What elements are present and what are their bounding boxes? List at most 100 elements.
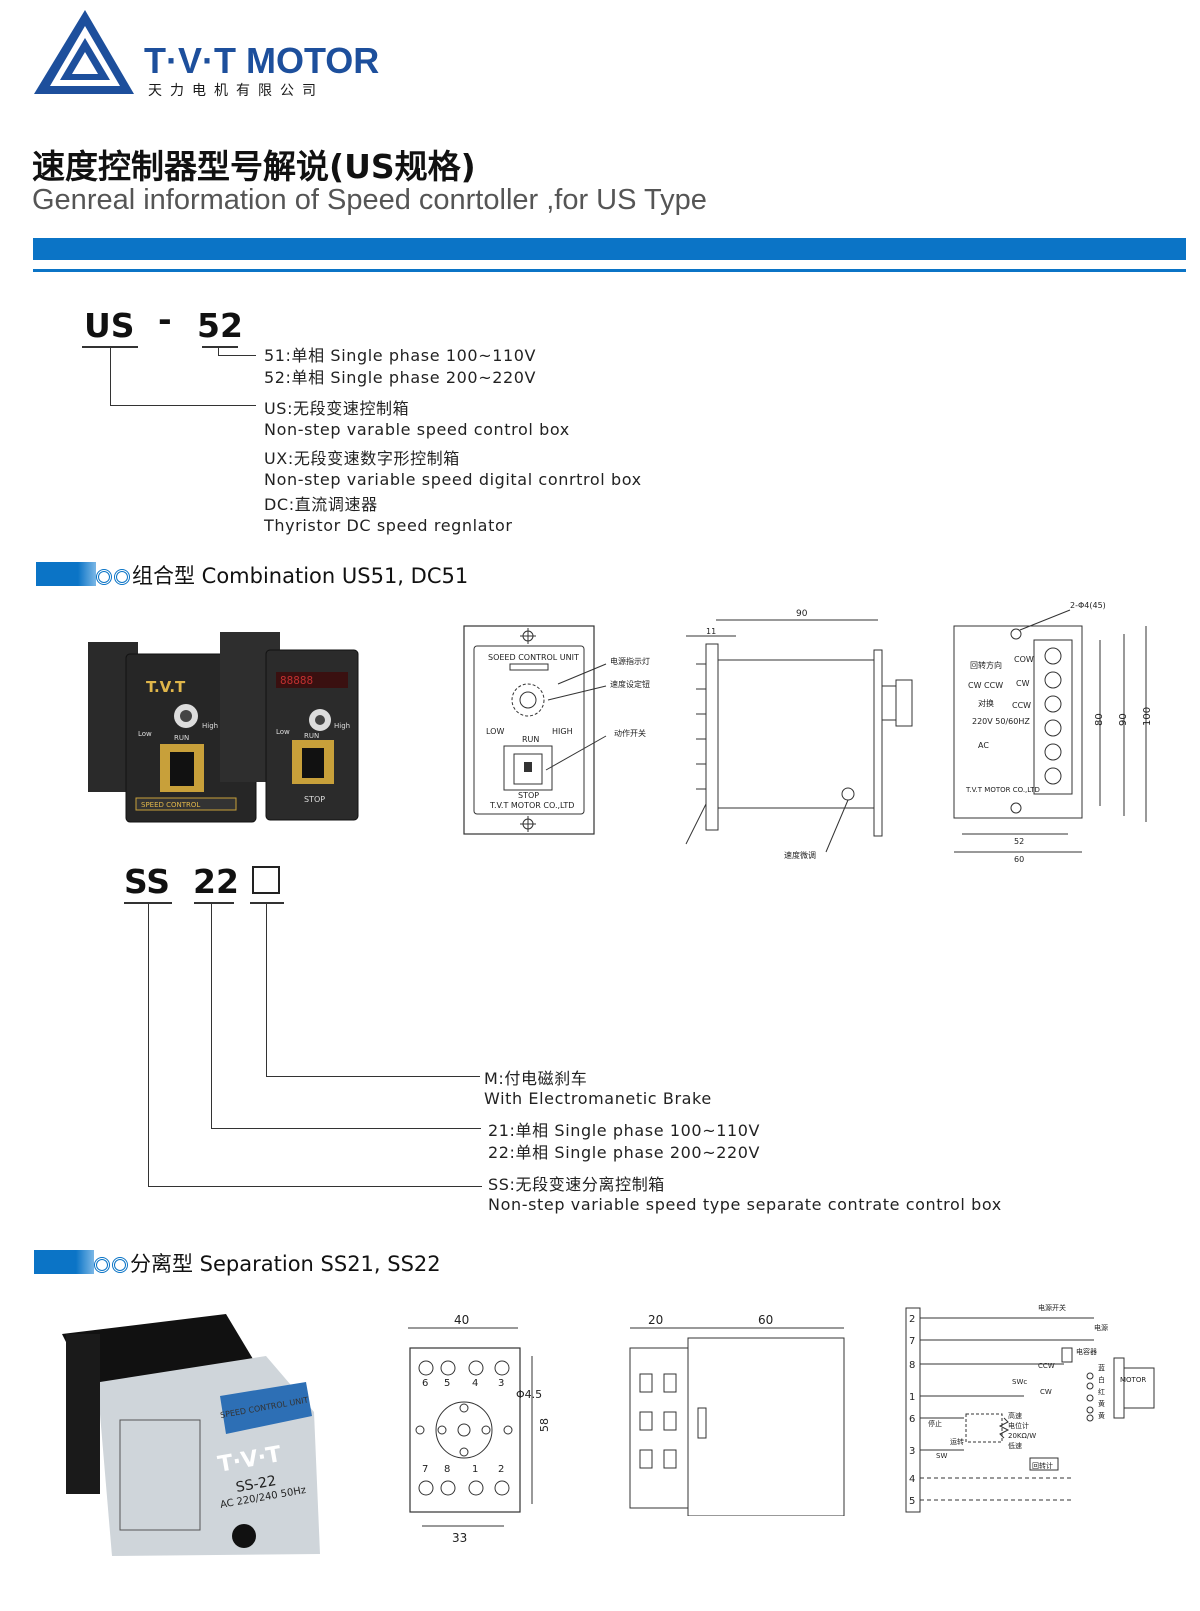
dim-100: 100 [1142,707,1153,726]
wiring-blue: 蓝 [1098,1363,1105,1372]
desc-dc-en: Thyristor DC speed regnlator [264,516,513,535]
terminal-view-drawing: 2-Φ4(45) 回转方向 CW CCW 对换 220V 50/60HZ AC … [953,601,1153,864]
wiring-run: 运转 [950,1437,964,1446]
socket-pins-bottom: 7 8 1 2 [418,1464,510,1496]
brand-name: T·V·T MOTOR [144,40,380,81]
unit-label: SOEED CONTROL UNIT [488,653,579,662]
wiring-power-switch: 电源开关 [1038,1303,1066,1312]
pin-bottom-3: 1 [472,1464,478,1475]
section-bar [36,562,96,586]
pin-2: 2 [909,1314,915,1325]
pin-bottom-1: 7 [422,1464,428,1475]
left-low: Low [138,730,152,738]
section-combination-title: 组合型 Combination US51, DC51 [96,560,468,590]
dim-80: 80 [1094,713,1105,726]
bullet-icon [96,569,112,585]
desc-m-cn: M:付电磁刹车 [484,1069,588,1088]
left-high: High [202,722,218,730]
pin-top-4: 3 [498,1378,504,1389]
connector [218,355,256,356]
ss-side-drawing: 20 60 [629,1313,845,1516]
desc-52: 52:单相 Single phase 200~220V [264,368,537,387]
wiring-capacitor: 电容器 [1076,1347,1097,1356]
cw-ccw: CW CCW [968,681,1003,690]
desc-dc-cn: DC:直流调速器 [264,495,378,514]
wiring-pot-val: 20KΩ/W [1008,1432,1036,1440]
dim-90-v: 90 [1118,713,1129,726]
pin-4: 4 [909,1474,915,1485]
desc-us-en: Non-step varable speed control box [264,420,570,439]
rotate-dir: 回转方向 [970,660,1002,670]
connector [266,904,267,1076]
ss-model: SS-22 [235,1473,278,1496]
brand-subtitle: 天力电机有限公司 [148,83,324,99]
fine-adjust-callout: 速度微调 [784,850,816,860]
header-band [33,238,1186,260]
pin-bottom-2: 8 [444,1464,450,1475]
desc-51: 51:单相 Single phase 100~110V [264,346,537,365]
us-underline [82,346,138,348]
us-number: 52 [197,306,243,345]
right-stop: STOP [304,795,325,804]
wiring-swc: SWc [1012,1378,1027,1386]
pin-5: 5 [909,1496,915,1507]
desc-m-en: With Electromanetic Brake [484,1089,712,1108]
run-label: RUN [522,735,539,744]
dim-33: 33 [452,1531,467,1545]
connector [266,1076,480,1077]
section-separation-title: 分离型 Separation SS21, SS22 [94,1248,441,1278]
maker-label: T.V.T MOTOR CO.,LTD [489,801,574,810]
desc-ss-cn: SS:无段变速分离控制箱 [488,1175,665,1194]
header-rule [33,269,1186,272]
socket-pins-top: 6 5 4 3 [418,1360,510,1389]
switch-label: 对换 [978,698,994,708]
pin-8: 8 [909,1360,915,1371]
wiring-motor: MOTOR [1120,1376,1146,1384]
wiring-sw: SW [936,1452,947,1460]
connector [211,904,212,1128]
wiring-ccw: CCW [1038,1362,1055,1370]
bullet-icon [114,569,130,585]
connector [110,405,256,406]
desc-ux-cn: UX:无段变速数字形控制箱 [264,449,460,468]
cw-label: CW [1016,679,1030,688]
callout-indicator: 电源指示灯 [610,656,650,666]
num-underline [202,346,238,348]
wiring-cw: CW [1040,1388,1052,1396]
connector [211,1128,481,1129]
ac-label: AC [978,741,989,750]
pin-bottom-4: 2 [498,1464,504,1475]
callout-knob: 速度设定钮 [610,679,650,689]
right-run: RUN [304,732,319,740]
wiring-yellow-2: 黄 [1098,1411,1105,1420]
section-combination-label: 组合型 Combination US51, DC51 [132,564,469,588]
wiring-white: 白 [1098,1375,1105,1384]
ccw-label: CCW [1012,701,1031,710]
dim-90: 90 [796,609,808,619]
pin-top-1: 6 [422,1378,428,1389]
dim-11: 11 [706,627,716,636]
connector [110,348,111,406]
wiring-stop: 停止 [928,1419,942,1428]
dim-40: 40 [454,1313,469,1327]
front-panel-drawing: SOEED CONTROL UNIT LOW HIGH RUN STOP T.V… [463,625,650,835]
bullet-icon [94,1257,110,1273]
desc-ss-en: Non-step variable speed type separate co… [488,1195,1002,1214]
ss-prefix: SS [124,862,171,901]
left-run: RUN [174,734,189,742]
wiring-high: 高速 [1008,1411,1022,1420]
us51-product-photo: T.V.T Low High RUN SPEED CONTROL 88888 L… [88,632,359,823]
connector [148,904,149,1186]
socket-drawing: 40 6 5 4 3 7 8 1 2 Φ4.5 58 33 [408,1313,551,1545]
tvt-logo-icon [34,10,134,94]
side-view-drawing: 90 11 速度微调 [685,609,913,860]
dim-20: 20 [648,1313,663,1327]
left-brand: T.V.T [146,678,186,696]
pin-3: 3 [909,1446,915,1457]
section-separation-label: 分离型 Separation SS21, SS22 [130,1252,441,1276]
connector [218,348,219,356]
us-dash: - [158,300,172,339]
ss-number: 22 [193,862,239,901]
us-prefix: US [84,306,135,345]
section-bar [34,1250,94,1274]
